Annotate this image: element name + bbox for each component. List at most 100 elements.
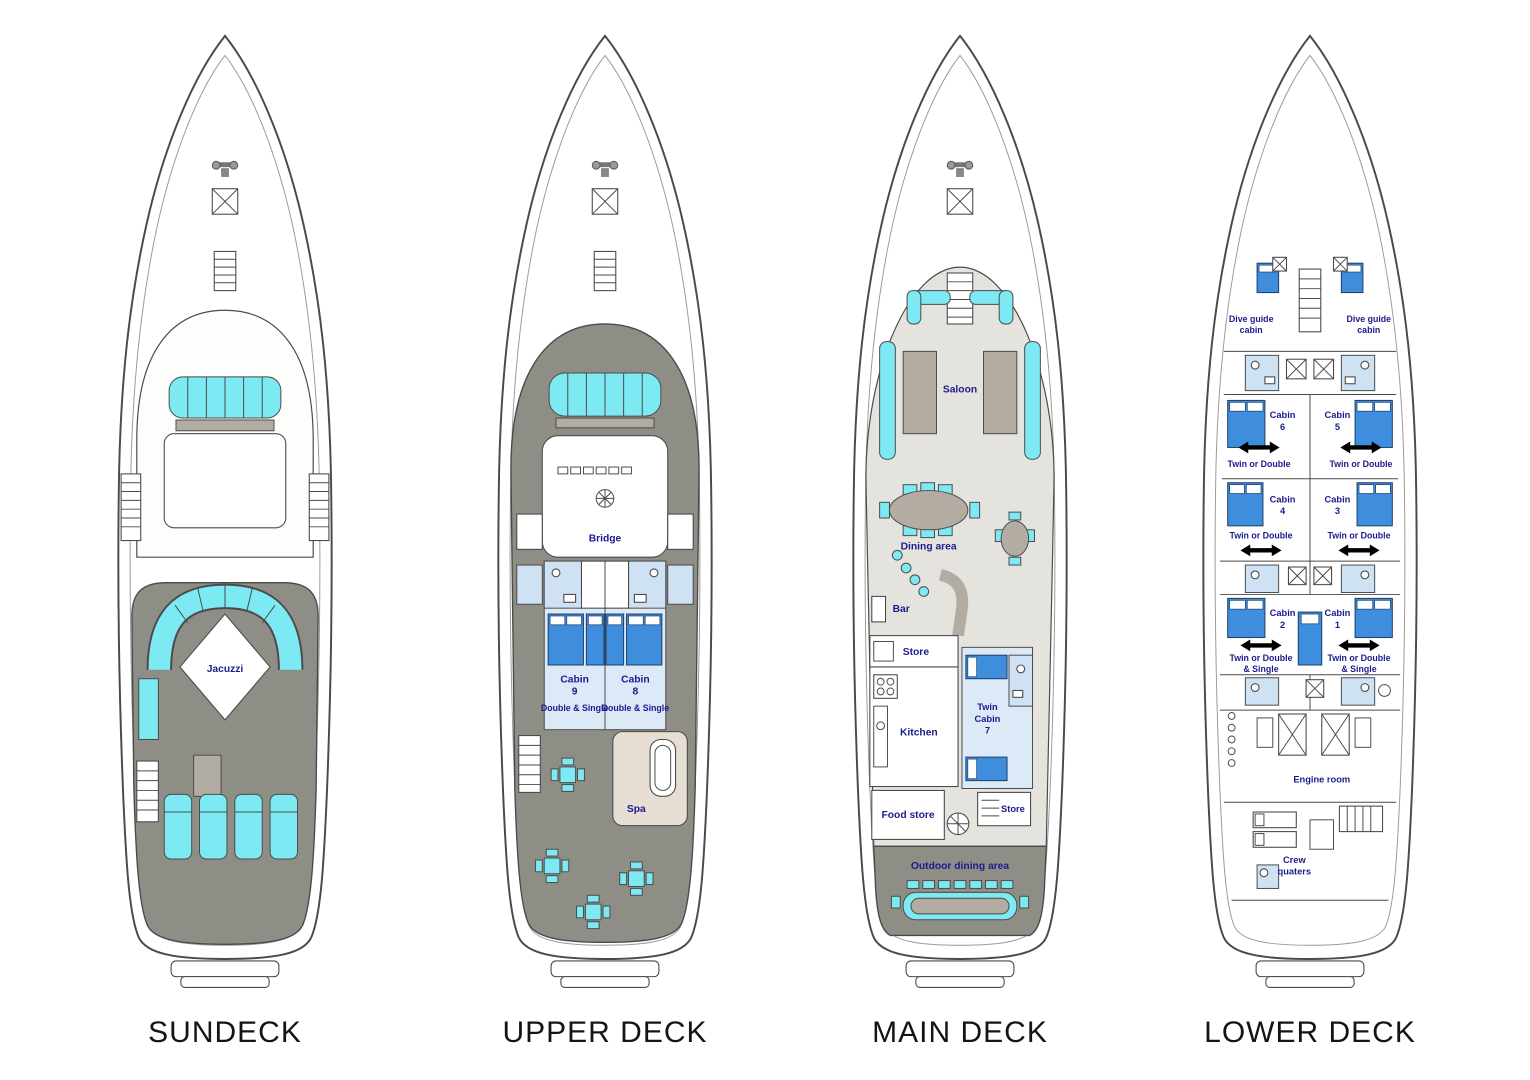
cabin9-number: 9 xyxy=(572,686,578,697)
forward-seating xyxy=(548,372,662,429)
deck-main: Saloon Dining area Bar xyxy=(810,28,1110,1050)
cabin1-type-line1: Twin or Double xyxy=(1328,653,1391,663)
dining-table xyxy=(888,490,969,531)
twin-cabin7-line1: Twin xyxy=(977,702,998,712)
twin-cabin7-line3: 7 xyxy=(985,726,990,736)
windlass-icon xyxy=(211,160,239,177)
cabin6-name: Cabin xyxy=(1270,410,1296,420)
deck-lower: Dive guide cabin Dive guide cabin xyxy=(1160,28,1460,1050)
deck-title-sundeck: SUNDECK xyxy=(148,1016,302,1049)
engine-room: Engine room xyxy=(1223,712,1397,803)
forward-seating xyxy=(168,376,282,432)
outdoor-dining-label: Outdoor dining area xyxy=(911,861,1010,872)
cabin5-name: Cabin xyxy=(1325,410,1351,420)
kitchen: Kitchen xyxy=(869,666,959,788)
single-bed xyxy=(585,613,605,666)
round-table xyxy=(1000,520,1030,557)
bridge-label: Bridge xyxy=(589,534,622,545)
stern-platform xyxy=(550,960,660,988)
saloon-table-left xyxy=(902,350,937,435)
dive-guide-left-line1: Dive guide xyxy=(1229,314,1274,324)
crew-label-line1: Crew xyxy=(1283,855,1307,865)
dining-area: Dining area xyxy=(879,482,1035,597)
aft-stairs xyxy=(518,735,541,793)
single-bed xyxy=(605,613,625,666)
stern-platform xyxy=(1255,960,1365,988)
cabin8-name: Cabin xyxy=(621,675,650,686)
windlass-icon xyxy=(946,160,974,177)
crew-stairs xyxy=(1338,805,1384,833)
spa-label: Spa xyxy=(627,804,646,815)
dive-guide-left-line2: cabin xyxy=(1240,325,1263,335)
dive-guide-right-line1: Dive guide xyxy=(1347,314,1392,324)
cabin2-number: 2 xyxy=(1280,620,1285,630)
spa-room: Spa xyxy=(612,731,688,827)
aft-deck-floor xyxy=(873,845,1047,937)
store-mid: Store xyxy=(869,635,959,668)
cabin-1: Cabin 1 Twin or Double & Single xyxy=(1325,597,1393,674)
spiral-stairs xyxy=(946,812,970,836)
cabin-6: Cabin 6 Twin or Double xyxy=(1227,399,1296,469)
cabin4-name: Cabin xyxy=(1270,494,1296,504)
shower-right xyxy=(667,564,694,605)
twin-cabin7-line2: Cabin xyxy=(975,714,1001,724)
spa-tub xyxy=(649,738,677,797)
food-store-label: Food store xyxy=(881,810,934,821)
bridge: Bridge xyxy=(541,435,669,558)
side-deck-box-left xyxy=(516,513,543,550)
side-bench xyxy=(138,678,159,740)
bar-counter xyxy=(938,569,969,637)
hull-inner-line xyxy=(864,54,1056,946)
side-deck-box-right xyxy=(667,513,694,550)
stern-platform xyxy=(170,960,280,988)
anchor-hatch-icon xyxy=(211,188,239,215)
side-stairs-left xyxy=(120,473,142,542)
cabin-block: Cabin 9 Double & Single Cabin 8 Double &… xyxy=(516,560,694,731)
bar: Bar xyxy=(871,569,969,637)
store-aft: Store xyxy=(977,791,1032,827)
dining-label: Dining area xyxy=(901,541,957,552)
sundeck-plan: Jacuzzi xyxy=(117,34,333,988)
saloon-sofa-right xyxy=(1024,341,1041,460)
cabin4-type: Twin or Double xyxy=(1230,531,1293,541)
saloon-sofa-left xyxy=(879,341,896,460)
saloon-table-right xyxy=(983,350,1018,435)
deck-sundeck: Jacuzzi SUNDECK xyxy=(75,28,375,1050)
engine-room-label: Engine room xyxy=(1293,775,1350,785)
jacuzzi-label: Jacuzzi xyxy=(207,664,244,675)
cabin-5: Cabin 5 Twin or Double xyxy=(1325,399,1393,469)
cabin1-name: Cabin xyxy=(1325,608,1351,618)
dive-guide-cabins: Dive guide cabin Dive guide cabin xyxy=(1229,256,1392,335)
deck-title-main: MAIN DECK xyxy=(872,1016,1048,1049)
deck-upper: Bridge xyxy=(455,28,755,1050)
store-aft-label: Store xyxy=(1001,804,1025,814)
crew-label-line2: quaters xyxy=(1278,867,1312,877)
center-single-bed xyxy=(1297,611,1323,666)
saloon-stairs xyxy=(946,272,974,325)
jacuzzi: Jacuzzi xyxy=(179,613,271,721)
outdoor-dining: Outdoor dining area xyxy=(890,861,1030,921)
cabin-4: Cabin 4 Twin or Double xyxy=(1227,482,1296,556)
cabin1-type-line2: & Single xyxy=(1341,664,1376,674)
washer-icon xyxy=(1378,684,1391,697)
hull-inner-line xyxy=(509,54,701,946)
food-store: Food store xyxy=(871,789,945,840)
cabin2-name: Cabin xyxy=(1270,608,1296,618)
twin-cabin-7: Twin Cabin 7 xyxy=(961,646,1034,789)
cabin6-type: Twin or Double xyxy=(1228,459,1291,469)
anchor-hatch-icon xyxy=(591,188,619,215)
bow-stairs xyxy=(213,250,237,292)
windlass-icon xyxy=(591,160,619,177)
deck-table xyxy=(193,754,222,797)
cabin8-type: Double & Single xyxy=(602,703,670,713)
side-stairs-right xyxy=(308,473,330,542)
saloon: Saloon xyxy=(879,272,1041,460)
dive-guide-right-line2: cabin xyxy=(1357,325,1380,335)
main-deck-plan: Saloon Dining area Bar xyxy=(852,34,1068,988)
forward-cabin-roof xyxy=(163,433,287,529)
curved-seating xyxy=(146,583,304,671)
lower-deck-plan: Dive guide cabin Dive guide cabin xyxy=(1202,34,1418,988)
anchor-hatch-icon xyxy=(946,188,974,215)
saloon-label: Saloon xyxy=(943,385,977,396)
